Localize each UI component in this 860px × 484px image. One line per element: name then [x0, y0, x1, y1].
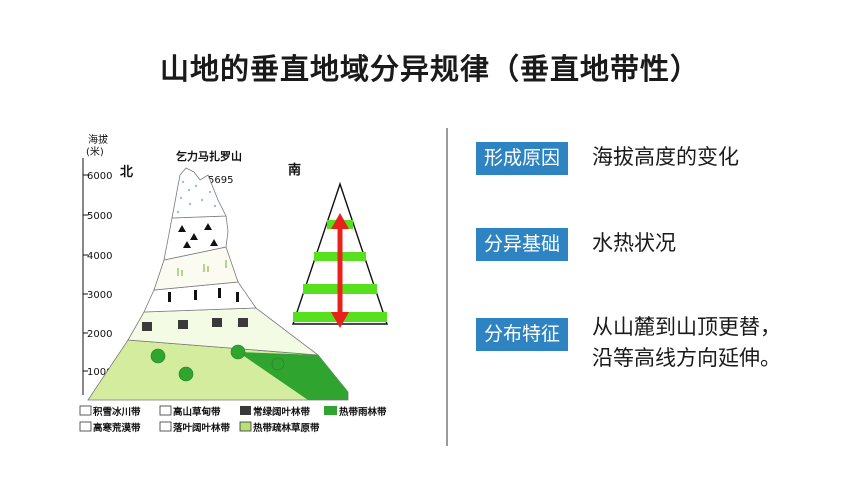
tag-cause: 形成原因	[476, 142, 569, 175]
mountain-zonation-diagram: 海拔 (米) 6000 5000 4000 3000 2000 1000 北 南…	[78, 130, 398, 440]
zone-rainforest	[238, 352, 348, 400]
axis-unit: (米)	[86, 145, 104, 158]
arrow-up-icon	[331, 213, 349, 229]
row-feature: 分布特征 从山麓到山顶更替， 沿等高线方向延伸。	[476, 315, 781, 374]
tag-feature: 分布特征	[476, 318, 569, 351]
peak-elevation: 5695	[208, 175, 233, 186]
legend-swatch-evergreen	[240, 406, 251, 415]
savanna-trees	[150, 344, 285, 382]
page-title: 山地的垂直地域分异规律（垂直地带性）	[159, 52, 700, 86]
legend-swatch-desert	[79, 421, 92, 432]
desc-line: 沿等高线方向延伸。	[592, 346, 782, 370]
row-basis: 分异基础 水热状况	[476, 228, 676, 261]
zone-snow	[171, 167, 227, 219]
legend-swatch-snow	[79, 405, 92, 416]
tick-4000: 4000	[87, 251, 112, 262]
snow-dots	[176, 180, 217, 214]
legend-label: 高山草甸带	[173, 406, 221, 418]
deciduous-trees	[168, 288, 239, 302]
desc-line: 从山麓到山顶更替，	[592, 315, 782, 339]
legend-label: 热带雨林带	[339, 406, 387, 418]
meadow-marks	[177, 260, 227, 276]
desc-line: 水热状况	[592, 231, 677, 255]
vertical-divider	[446, 128, 448, 446]
tick-3000: 3000	[87, 290, 112, 301]
row-cause: 形成原因 海拔高度的变化	[476, 142, 739, 175]
pyramid-indicator	[292, 181, 388, 328]
legend-label: 落叶阔叶林带	[173, 422, 231, 434]
arrow-down-icon	[331, 312, 349, 328]
tick-6000: 6000	[87, 171, 112, 182]
legend: 积雪冰川带 高山草甸带 常绿阔叶林带 热带雨林带 高寒荒漠带 落叶阔叶林带 热带…	[79, 405, 387, 434]
legend-label: 热带疏林草原带	[253, 422, 320, 434]
legend-swatch-savanna	[239, 421, 252, 432]
mountain-profile	[87, 167, 349, 401]
legend-label: 常绿阔叶林带	[253, 406, 311, 418]
desc-basis: 水热状况	[592, 228, 676, 259]
legend-label: 积雪冰川带	[93, 406, 141, 418]
legend-label: 高寒荒漠带	[93, 422, 141, 434]
tick-1000: 1000	[87, 367, 112, 378]
tick-5000: 5000	[87, 211, 112, 222]
desc-cause: 海拔高度的变化	[592, 142, 739, 173]
desc-line: 海拔高度的变化	[592, 145, 740, 169]
desert-marks	[178, 223, 218, 248]
north-label: 北	[120, 165, 133, 180]
evergreen-trees	[142, 318, 248, 331]
legend-swatch-meadow	[159, 405, 172, 416]
desc-feature: 从山麓到山顶更替， 沿等高线方向延伸。	[592, 312, 781, 374]
axis-ticks	[83, 174, 88, 372]
tag-basis: 分异基础	[476, 228, 569, 261]
south-label: 南	[288, 162, 301, 178]
tick-2000: 2000	[87, 329, 112, 340]
legend-swatch-rainforest	[324, 406, 337, 415]
peak-name: 乞力马扎罗山	[176, 149, 242, 163]
legend-swatch-deciduous	[159, 421, 172, 432]
axis-label: 海拔	[88, 133, 108, 146]
